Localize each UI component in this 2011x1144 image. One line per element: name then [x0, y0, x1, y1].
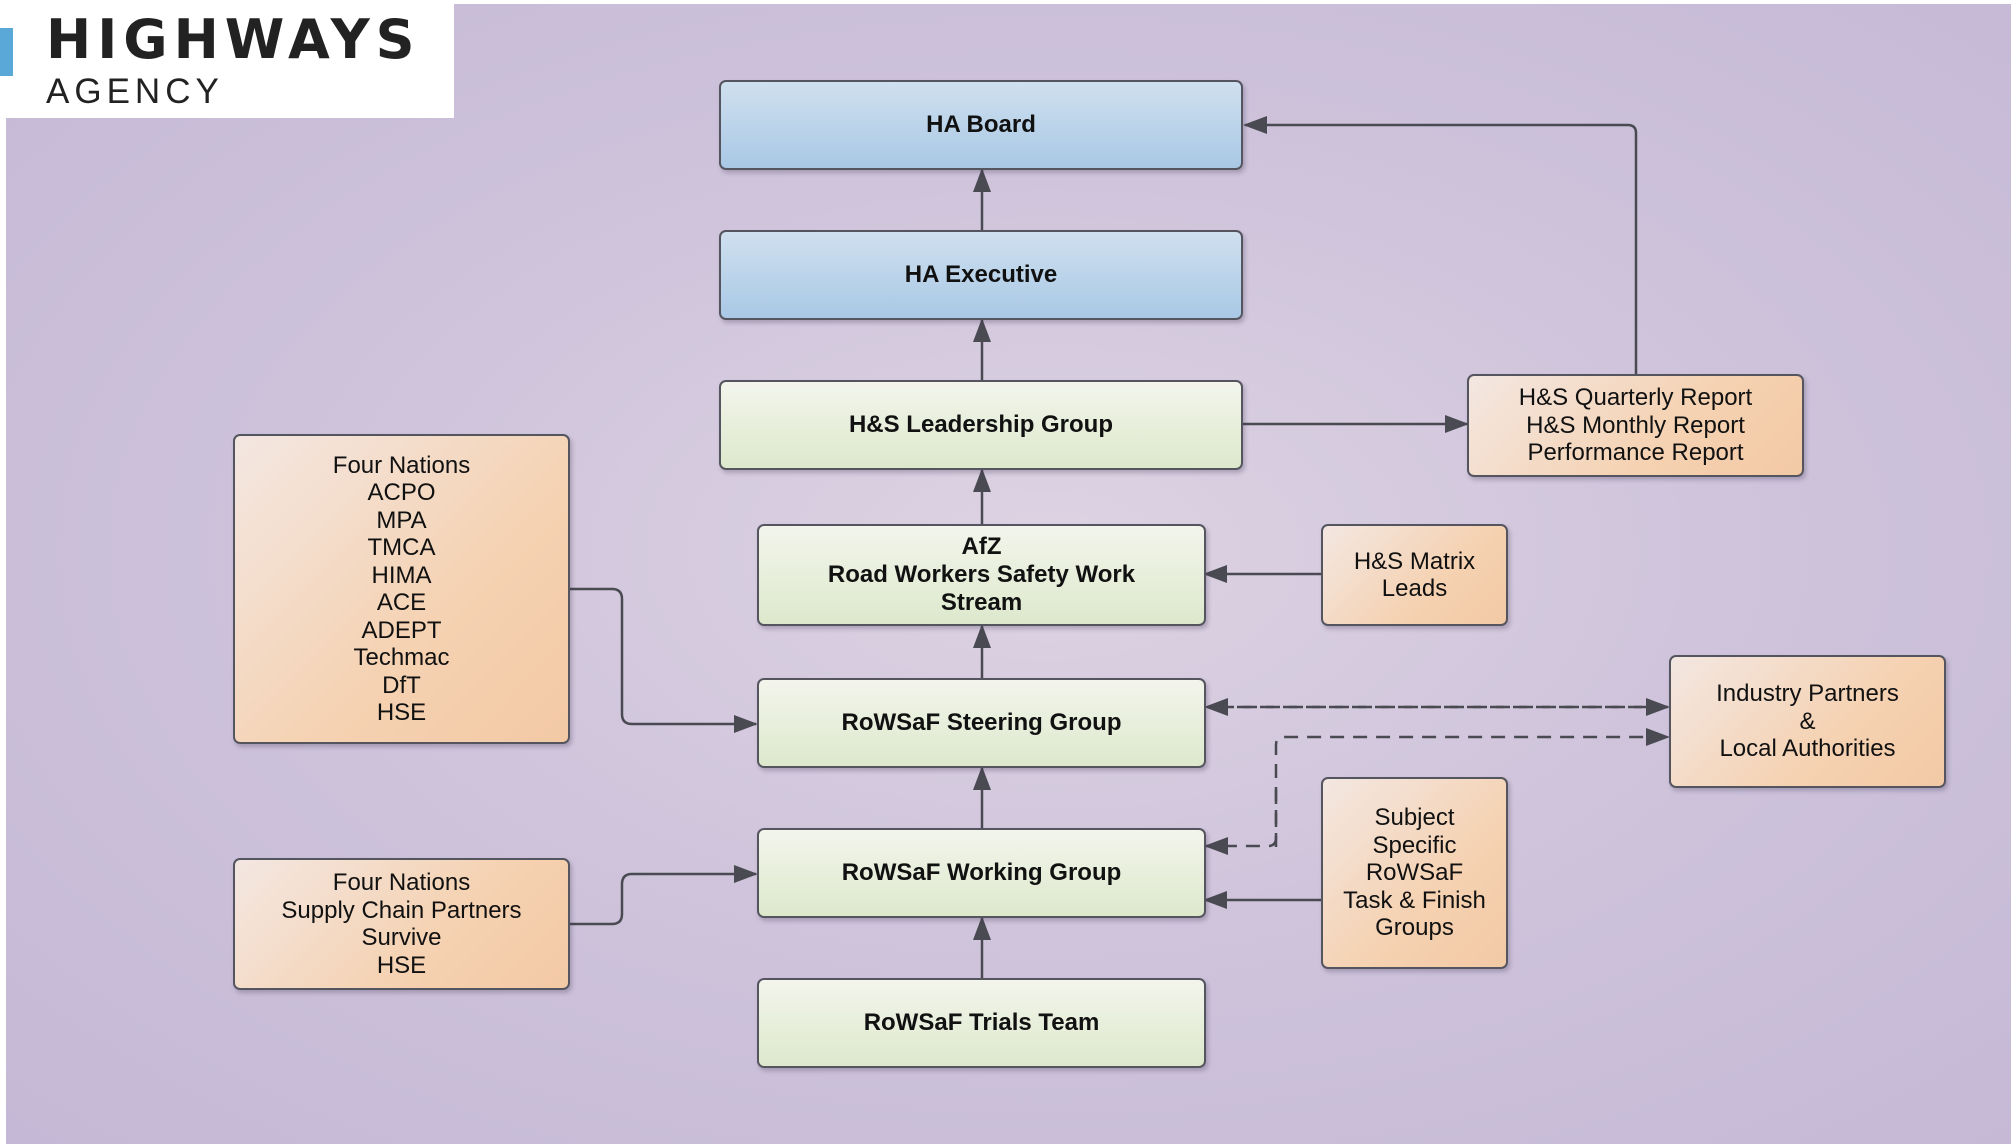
box-rowsaf-trials-team: RoWSaF Trials Team	[757, 978, 1206, 1068]
box-label-line: Local Authorities	[1719, 735, 1896, 763]
box-label-line: DfT	[382, 671, 421, 699]
box-reports: H&S Quarterly Report H&S Monthly Report …	[1467, 374, 1804, 477]
box-label-line: ACPO	[367, 479, 436, 506]
box-industry-partners: Industry Partners & Local Authorities	[1669, 655, 1946, 788]
box-label: HA Executive	[904, 261, 1058, 288]
box-task-finish-groups: Subject Specific RoWSaF Task & Finish Gr…	[1321, 777, 1508, 969]
box-label-line: Specific	[1372, 831, 1457, 859]
box-label-line: H&S Quarterly Report	[1518, 384, 1753, 412]
box-label: RoWSaF Steering Group	[841, 709, 1122, 736]
arrow-industry-to-working	[1204, 790, 1278, 855]
arrow-four-nations-to-steering	[570, 587, 758, 733]
box-hs-matrix-leads: H&S Matrix Leads	[1321, 524, 1508, 626]
box-label-line: Four Nations	[332, 451, 471, 479]
arrow-working-to-industry	[1274, 728, 1670, 847]
box-label: H&S Leadership Group	[848, 411, 1114, 438]
box-label-line: HIMA	[371, 561, 432, 589]
box-label: RoWSaF Working Group	[841, 859, 1122, 886]
box-label-line: Industry Partners	[1716, 680, 1899, 708]
highways-agency-logo: HIGHWAYS AGENCY	[0, 4, 454, 118]
box-label-line: MPA	[376, 506, 427, 534]
box-ha-executive: HA Executive	[719, 230, 1243, 320]
box-rowsaf-working-group: RoWSaF Working Group	[757, 828, 1206, 918]
box-label-line: Supply Chain Partners	[281, 896, 522, 924]
box-label: HA Board	[926, 111, 1036, 138]
box-label-line: Performance Report	[1527, 439, 1744, 467]
box-hs-leadership-group: H&S Leadership Group	[719, 380, 1243, 470]
logo-accent-bar	[0, 28, 13, 76]
box-label-line: HSE	[376, 951, 427, 979]
box-label-line: Groups	[1375, 914, 1454, 942]
box-label-line: Techmac	[353, 644, 450, 671]
box-label-line: AfZ	[961, 533, 1002, 560]
box-label-line: H&S Monthly Report	[1526, 411, 1745, 439]
logo-subtitle: AGENCY	[46, 72, 224, 111]
box-label-line: Subject	[1374, 804, 1455, 832]
box-label-line: TMCA	[367, 534, 436, 561]
box-label-line: Road Workers Safety Work	[827, 561, 1136, 588]
box-label-line: Task & Finish	[1343, 886, 1486, 914]
box-label-line: ACE	[376, 589, 427, 616]
logo-wordmark: HIGHWAYS	[46, 8, 421, 71]
box-label-line: RoWSaF	[1365, 859, 1464, 887]
box-rowsaf-steering-group: RoWSaF Steering Group	[757, 678, 1206, 768]
box-four-nations-stakeholders: Four Nations ACPO MPA TMCA HIMA ACE ADEP…	[233, 434, 570, 744]
arrow-supply-chain-to-working	[570, 865, 758, 926]
box-label-line: Four Nations	[332, 869, 471, 896]
arrow-reports-to-board	[1243, 116, 1638, 374]
box-label-line: Stream	[940, 589, 1023, 616]
box-label-line: H&S Matrix	[1353, 547, 1476, 575]
box-label-line: &	[1799, 707, 1816, 735]
box-label-line: Leads	[1381, 575, 1448, 602]
box-label-line: Survive	[361, 924, 442, 951]
box-label-line: ADEPT	[361, 616, 442, 644]
box-label-line: HSE	[376, 699, 427, 726]
box-four-nations-supply-chain: Four Nations Supply Chain Partners Survi…	[233, 858, 570, 990]
box-afz-work-stream: AfZ Road Workers Safety Work Stream	[757, 524, 1206, 626]
box-label: RoWSaF Trials Team	[863, 1009, 1100, 1036]
box-ha-board: HA Board	[719, 80, 1243, 170]
